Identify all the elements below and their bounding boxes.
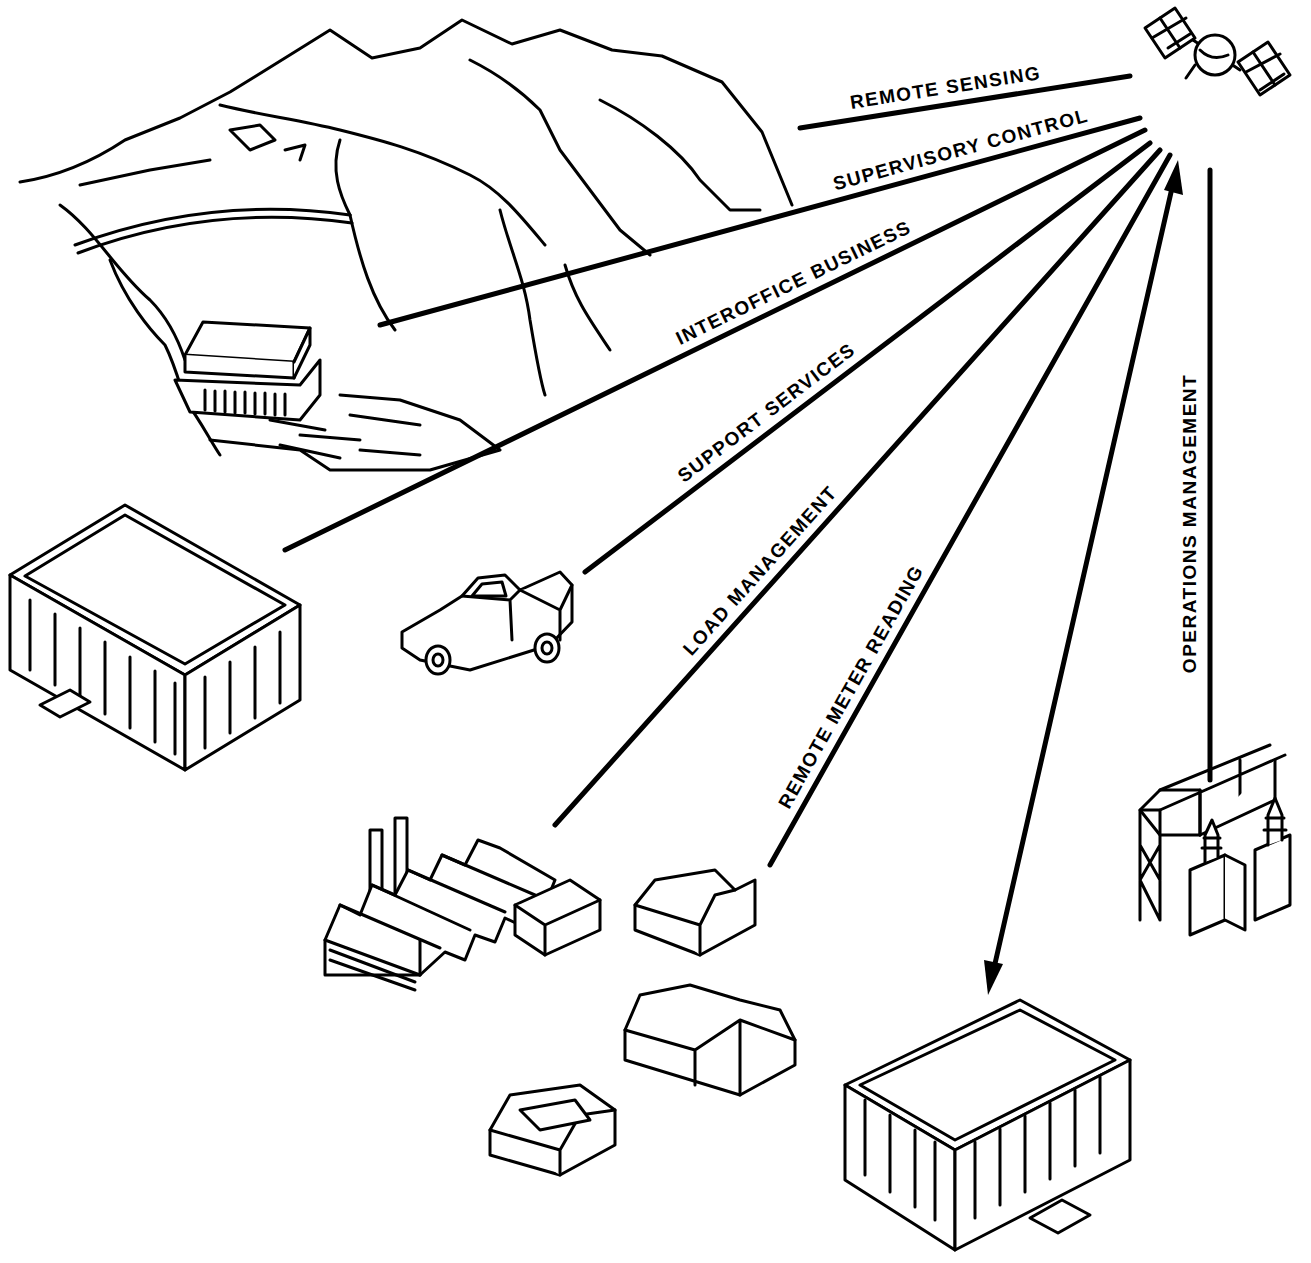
link-label: OPERATIONS MANAGEMENT <box>1179 371 1200 676</box>
substation <box>1140 745 1290 935</box>
arrow-heads <box>984 160 1183 995</box>
link-label: SUPERVISORY CONTROL <box>828 104 1094 195</box>
link-label: LOAD MANAGEMENT <box>677 480 843 662</box>
link-label: REMOTE METER READING <box>773 558 930 814</box>
link-label: REMOTE SENSING <box>846 62 1046 114</box>
link-label: INTEROFFICE BUSINESS <box>670 215 917 350</box>
pickup-truck <box>402 572 572 674</box>
link-label: SUPPORT SERVICES <box>672 337 862 489</box>
satellite <box>1145 8 1290 95</box>
office-building <box>10 505 300 770</box>
operations-building <box>845 1000 1130 1250</box>
houses <box>490 870 795 1175</box>
factory <box>325 818 600 990</box>
link-lines <box>285 76 1210 968</box>
